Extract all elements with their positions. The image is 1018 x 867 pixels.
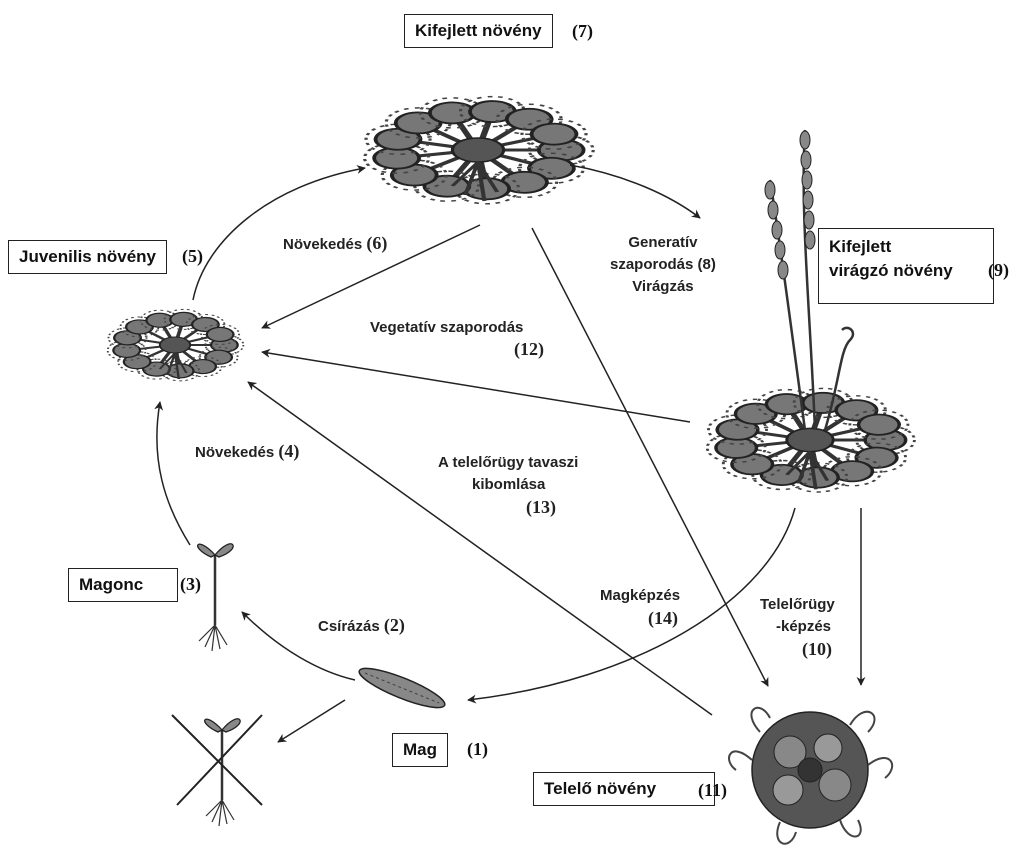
- stage-juvenile-plant-number: (5): [182, 246, 203, 267]
- stage-juvenile-plant-box: Juvenilis növény: [8, 240, 167, 274]
- process-hibernacula-opening-number: (13): [438, 496, 578, 518]
- process-vegetative-text: Vegetatív szaporodás: [370, 318, 544, 338]
- stage-mature-plant-number: (7): [572, 21, 593, 42]
- process-hibernacula-formation-number: (10): [760, 638, 835, 660]
- stage-seed-box: Mag: [392, 733, 448, 767]
- process-hibernacula-opening: A telelőrügy tavaszi kibomlása (13): [438, 452, 578, 518]
- process-vegetative-reproduction: Vegetatív szaporodás (12): [370, 318, 544, 361]
- stage-seed-label: Mag: [403, 740, 437, 759]
- juvenile-plant-illustration: [104, 308, 245, 382]
- process-generative-line1: Generatív: [610, 232, 716, 254]
- process-generative-reproduction: Generatív szaporodás (8) Virágzás: [610, 232, 716, 298]
- stage-flowering-plant-label-line1: Kifejlett: [829, 235, 983, 259]
- process-hibernacula-opening-line1: A telelőrügy tavaszi: [438, 452, 578, 474]
- stage-seedling-number: (3): [180, 574, 201, 595]
- arrow-mature-to-flowering: [570, 165, 700, 218]
- stage-overwintering-plant-number: (11): [698, 780, 727, 801]
- stage-juvenile-plant-label: Juvenilis növény: [19, 247, 156, 266]
- process-growth-4-number: (4): [278, 441, 299, 461]
- stage-flowering-plant-box: Kifejlett virágzó növény: [818, 228, 994, 304]
- process-growth-6-text: Növekedés: [283, 236, 362, 253]
- process-seed-formation-text: Magképzés: [600, 585, 680, 607]
- seedling-illustration: [198, 544, 234, 651]
- stage-flowering-plant-number: (9): [988, 260, 1009, 281]
- dead-seedling-illustration: [172, 715, 262, 826]
- flowering-plant-illustration: [702, 130, 918, 494]
- process-generative-line3: Virágzás: [610, 276, 716, 298]
- stage-flowering-plant-label-line2: virágzó növény: [829, 259, 983, 283]
- mature-plant-illustration: [358, 94, 596, 206]
- stage-overwintering-plant-box: Telelő növény: [533, 772, 715, 806]
- process-hibernacula-formation-line2: -képzés: [760, 616, 835, 638]
- process-seed-formation-number: (14): [600, 607, 680, 629]
- arrow-seedling-to-juvenile: [157, 402, 190, 545]
- process-hibernacula-formation: Telelőrügy -képzés (10): [760, 594, 835, 660]
- stage-seedling-box: Magonc: [68, 568, 178, 602]
- process-generative-line2: szaporodás (8): [610, 254, 716, 276]
- process-germination: Csírázás (2): [318, 614, 405, 637]
- hibernaculum-illustration: [729, 708, 892, 844]
- process-vegetative-number: (12): [370, 338, 544, 361]
- process-hibernacula-opening-line2: kibomlása: [438, 474, 578, 496]
- arrow-flowering-to-juvenile: [262, 352, 690, 422]
- process-germination-text: Csírázás: [318, 618, 380, 635]
- process-growth-6-number: (6): [366, 233, 387, 253]
- seed-illustration: [356, 661, 449, 714]
- process-germination-number: (2): [384, 615, 405, 635]
- process-growth-4-text: Növekedés: [195, 444, 274, 461]
- stage-overwintering-plant-label: Telelő növény: [544, 779, 656, 798]
- stage-mature-plant-label: Kifejlett növény: [415, 21, 542, 40]
- process-hibernacula-formation-line1: Telelőrügy: [760, 594, 835, 616]
- stage-seedling-label: Magonc: [79, 575, 143, 594]
- arrow-seed-to-dead-seedling: [278, 700, 345, 742]
- process-growth-4: Növekedés (4): [195, 440, 299, 463]
- arrow-overwintering-to-juvenile: [248, 382, 712, 715]
- process-seed-formation: Magképzés (14): [600, 585, 680, 629]
- stage-mature-plant-box: Kifejlett növény: [404, 14, 553, 48]
- process-growth-6: Növekedés (6): [283, 232, 387, 255]
- stage-seed-number: (1): [467, 739, 488, 760]
